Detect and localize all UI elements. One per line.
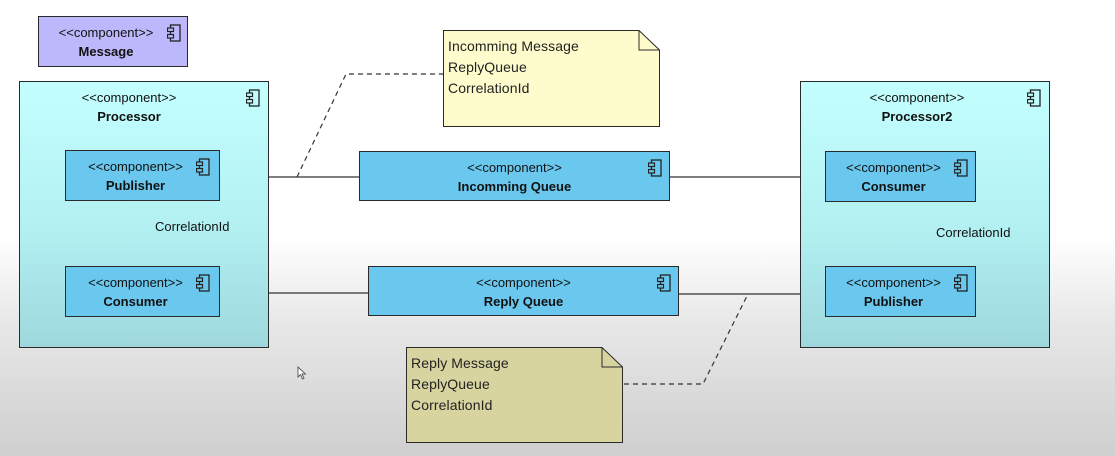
note-line: CorrelationId: [448, 80, 530, 96]
stereotype-label: <<component>>: [467, 160, 562, 175]
note-line: ReplyQueue: [448, 59, 527, 75]
note-shape: [443, 30, 660, 127]
mouse-cursor-icon: [297, 366, 307, 380]
reply-note-anchor: [624, 293, 749, 385]
component-icon: [648, 159, 662, 177]
note-shape: [406, 347, 623, 443]
note-line: Incomming Message: [448, 38, 579, 54]
component-name: Processor: [97, 109, 161, 124]
component-icon: [954, 274, 968, 292]
component-icon: [167, 24, 181, 42]
note-line: Reply Message: [411, 355, 509, 371]
note-line: ReplyQueue: [411, 376, 490, 392]
component-name: Processor2: [881, 109, 953, 124]
processor2-publisher-component[interactable]: <<component>> Publisher: [825, 266, 976, 317]
incoming-queue-component[interactable]: <<component>> Incomming Queue: [359, 151, 670, 201]
component-name: Consumer: [861, 179, 926, 194]
stereotype-label: <<component>>: [88, 159, 183, 174]
processor-consumer-component[interactable]: <<component>> Consumer: [65, 266, 220, 317]
component-icon: [196, 158, 210, 176]
component-icon: [246, 89, 260, 107]
component-name: Consumer: [103, 294, 168, 309]
component-name: Message: [78, 44, 134, 59]
component-icon: [1027, 89, 1041, 107]
component-icon: [954, 159, 968, 177]
reply-queue-component[interactable]: <<component>> Reply Queue: [368, 266, 679, 316]
stereotype-label: <<component>>: [88, 275, 183, 290]
processor2-link-label: CorrelationId: [936, 225, 1011, 240]
stereotype-label: <<component>>: [846, 160, 941, 175]
component-name: Reply Queue: [483, 294, 564, 309]
message-component[interactable]: <<component>> Message: [38, 16, 188, 67]
component-name: Incomming Queue: [457, 179, 572, 194]
component-icon: [657, 274, 671, 292]
component-name: Publisher: [863, 294, 924, 309]
stereotype-label: <<component>>: [476, 275, 571, 290]
processor2-consumer-component[interactable]: <<component>> Consumer: [825, 151, 976, 202]
stereotype-label: <<component>>: [846, 275, 941, 290]
processor-link-label: CorrelationId: [155, 219, 230, 234]
note-line: CorrelationId: [411, 397, 493, 413]
stereotype-label: <<component>>: [58, 25, 154, 40]
reply-message-note[interactable]: Reply Message ReplyQueue CorrelationId: [406, 347, 623, 443]
component-name: Publisher: [105, 178, 166, 193]
incoming-note-anchor: [296, 73, 444, 178]
processor-publisher-component[interactable]: <<component>> Publisher: [65, 150, 220, 201]
stereotype-label: <<component>>: [869, 90, 965, 105]
component-icon: [196, 274, 210, 292]
incoming-message-note[interactable]: Incomming Message ReplyQueue Correlation…: [443, 30, 660, 127]
stereotype-label: <<component>>: [81, 90, 177, 105]
